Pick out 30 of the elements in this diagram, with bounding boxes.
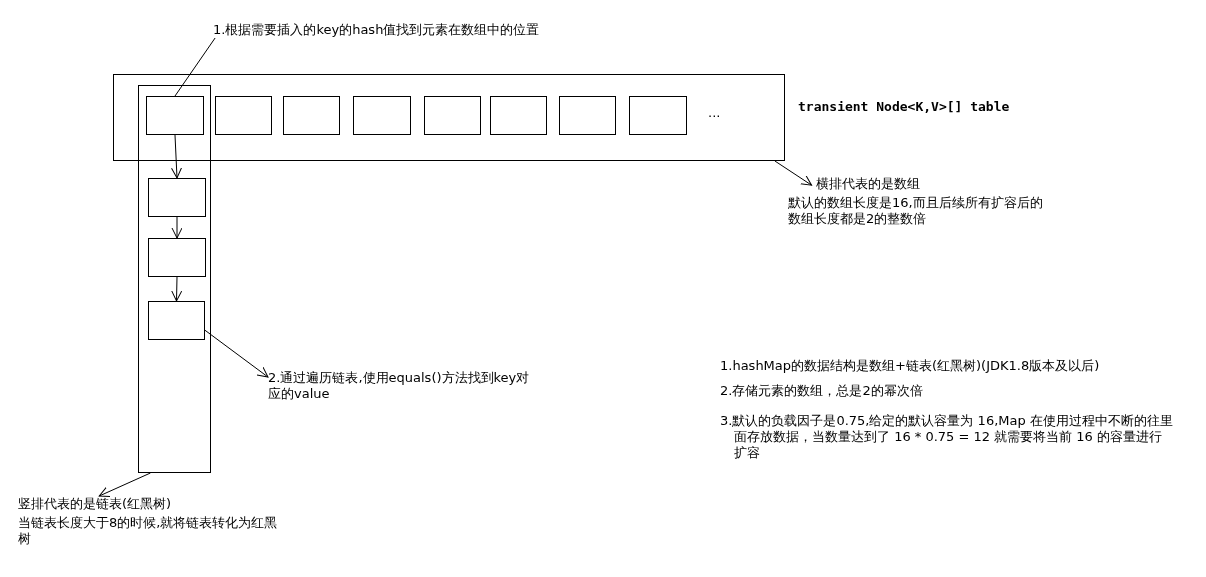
note-text: 3.默认的负载因子是0.75,给定的默认容量为 16,Map 在使用过程中不断的往里面存放数据，当数量达到了 16 * 0.75 = 12 就需要将当前 16 的容量进行扩容 [720,413,1174,461]
array-slot-box [215,96,272,135]
array-slot-box [146,96,204,135]
array-slot-box [490,96,547,135]
array-slot-box [353,96,411,135]
list-column-frame [138,85,211,473]
arrow [774,160,813,186]
annotation-text: 2.通过遍历链表,使用equals()方法找到key对应的value [268,370,536,402]
arrow [171,216,183,239]
annotation-heading: 竖排代表的是链表(红黑树) [18,496,173,512]
array-slot-box [424,96,481,135]
ellipsis-mark: ... [708,105,722,121]
note-text: 2.存储元素的数组，总是2的幂次倍 [720,383,924,399]
leader-line [174,37,216,97]
arrow [204,329,269,378]
annotation-text: 1.根据需要插入的key的hash值找到元素在数组中的位置 [213,22,633,38]
list-node-box [148,178,206,217]
arrow [171,134,183,179]
array-slot-box [559,96,616,135]
annotation-text: 当链表长度大于8的时候,就将链表转化为红黑树 [18,515,279,547]
note-text: 1.hashMap的数据结构是数组+链表(红黑树)(JDK1.8版本及以后) [720,358,1101,374]
arrow [98,472,151,497]
array-type-label: transient Node<K,V>[] table [798,99,1010,115]
array-slot-box [283,96,340,135]
annotation-heading: 横排代表的是数组 [815,176,921,192]
array-slot-box [629,96,687,135]
annotation-text: 默认的数组长度是16,而且后续所有扩容后的数组长度都是2的整数倍 [788,195,1044,227]
arrow [171,276,183,302]
list-node-box [148,301,205,340]
list-node-box [148,238,206,277]
